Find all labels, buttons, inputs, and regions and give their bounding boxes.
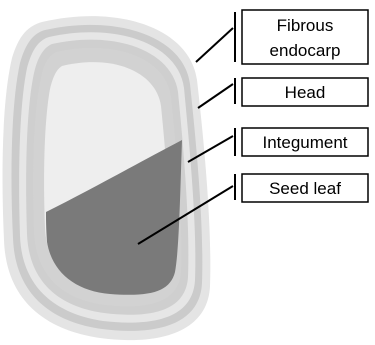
label-fibrous-endocarp: Fibrous endocarp <box>235 10 368 64</box>
label-seed-leaf: Seed leaf <box>235 174 368 202</box>
label-integument: Integument <box>235 128 368 156</box>
label-fibrous-line1: Fibrous <box>277 16 334 35</box>
head-leader <box>198 84 233 108</box>
label-seed-leaf-text: Seed leaf <box>269 179 341 198</box>
fibrous-endocarp-leader <box>196 28 233 62</box>
label-head: Head <box>235 78 368 106</box>
label-fibrous-line2: endocarp <box>270 41 341 60</box>
seed-cross-section <box>3 16 211 340</box>
label-integument-text: Integument <box>262 133 347 152</box>
label-head-text: Head <box>285 83 326 102</box>
